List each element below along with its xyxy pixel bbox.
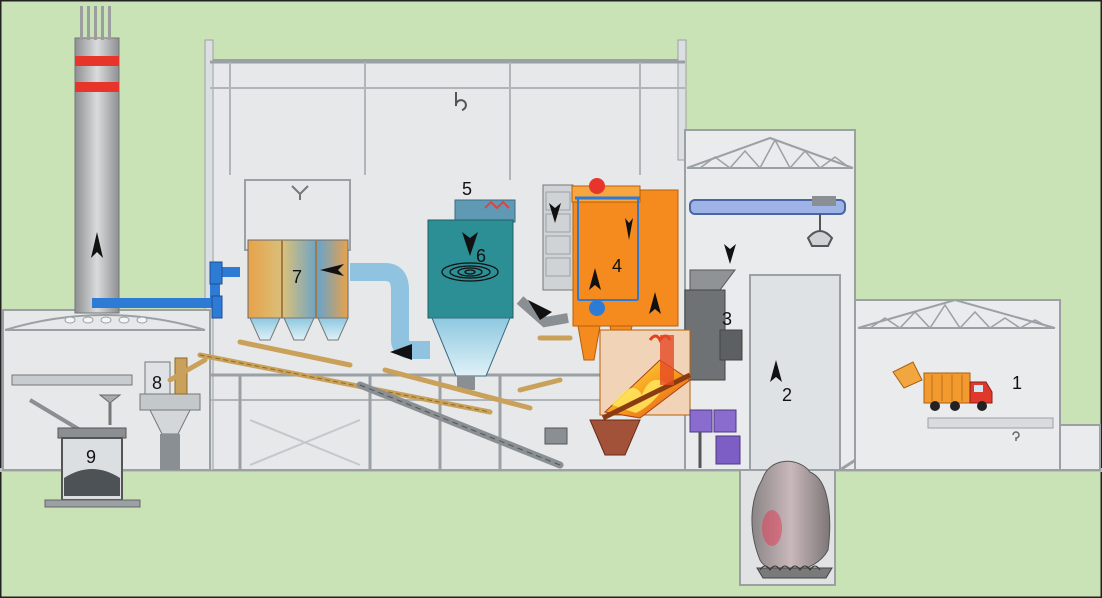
label-4: 4 bbox=[612, 256, 622, 276]
bag-filter bbox=[247, 239, 349, 341]
flow-arrow-up-icon bbox=[91, 232, 103, 258]
bunker-hall bbox=[684, 129, 926, 586]
flow-arrow-up-icon bbox=[770, 360, 782, 382]
label-3: 3 bbox=[722, 309, 732, 329]
flow-arrow-left-icon bbox=[320, 264, 344, 276]
overhead-crane bbox=[689, 199, 846, 215]
spray-scrubber bbox=[427, 199, 516, 390]
tipping-hall bbox=[854, 298, 1101, 471]
hoist-icon bbox=[291, 185, 309, 200]
label-2: 2 bbox=[782, 385, 792, 405]
swirl-icon bbox=[441, 262, 499, 282]
label-7: 7 bbox=[292, 267, 302, 287]
flow-arrow-down-icon bbox=[462, 232, 478, 256]
furnace-grate bbox=[544, 329, 741, 468]
flow-arrow-left-icon bbox=[390, 344, 412, 360]
conveyors bbox=[167, 335, 573, 469]
crane-hook-icon bbox=[454, 92, 467, 111]
flow-arrow-down-icon bbox=[549, 203, 561, 223]
chimney-stack bbox=[74, 6, 120, 314]
flue-gas-duct bbox=[92, 267, 240, 308]
flow-arrow-up-icon bbox=[589, 268, 601, 290]
ash-building bbox=[2, 309, 211, 508]
flow-arrow-down-icon bbox=[625, 218, 633, 240]
grab-bucket-icon bbox=[806, 230, 834, 247]
label-1: 1 bbox=[1012, 373, 1022, 393]
label-8: 8 bbox=[152, 373, 162, 393]
flow-arrow-down-icon bbox=[724, 244, 736, 264]
label-5: 5 bbox=[462, 179, 472, 199]
flow-arrow-up-icon bbox=[649, 292, 661, 314]
label-6: 6 bbox=[476, 246, 486, 266]
flow-arrow-icon bbox=[528, 300, 552, 320]
garbage-truck-icon bbox=[892, 361, 993, 411]
label-9: 9 bbox=[86, 447, 96, 467]
